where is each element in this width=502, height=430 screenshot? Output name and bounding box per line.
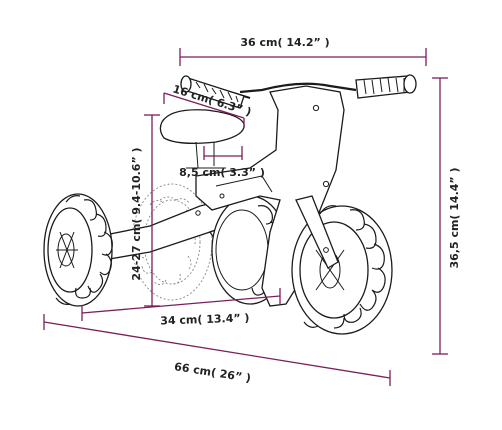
rear-wheel-left — [43, 193, 113, 307]
label-seat-width: 8,5 cm( 3.3” ) — [179, 166, 265, 179]
seat — [159, 109, 245, 169]
label-seat-height: 24-27 cm( 9.4-10.6” ) — [130, 147, 143, 280]
dim-total-height: 36,5 cm( 14.4” ) — [432, 77, 461, 355]
label-total-length: 66 cm( 26” ) — [173, 360, 251, 385]
handlebar — [180, 74, 417, 109]
dim-handlebar-width: 36 cm( 14.2” ) — [179, 36, 427, 66]
label-wheelbase-rear: 34 cm( 13.4” ) — [160, 311, 250, 327]
dim-seat-height: 24-27 cm( 9.4-10.6” ) — [130, 114, 160, 307]
front-fork — [295, 195, 339, 269]
dim-wheelbase-rear: 34 cm( 13.4” ) — [81, 288, 281, 328]
label-total-height: 36,5 cm( 14.4” ) — [448, 167, 461, 268]
label-handlebar-width: 36 cm( 14.2” ) — [240, 36, 329, 49]
dim-seat-width: 8,5 cm( 3.3” ) — [179, 146, 265, 179]
front-wheel — [291, 205, 393, 335]
bike-drawing — [43, 74, 417, 335]
